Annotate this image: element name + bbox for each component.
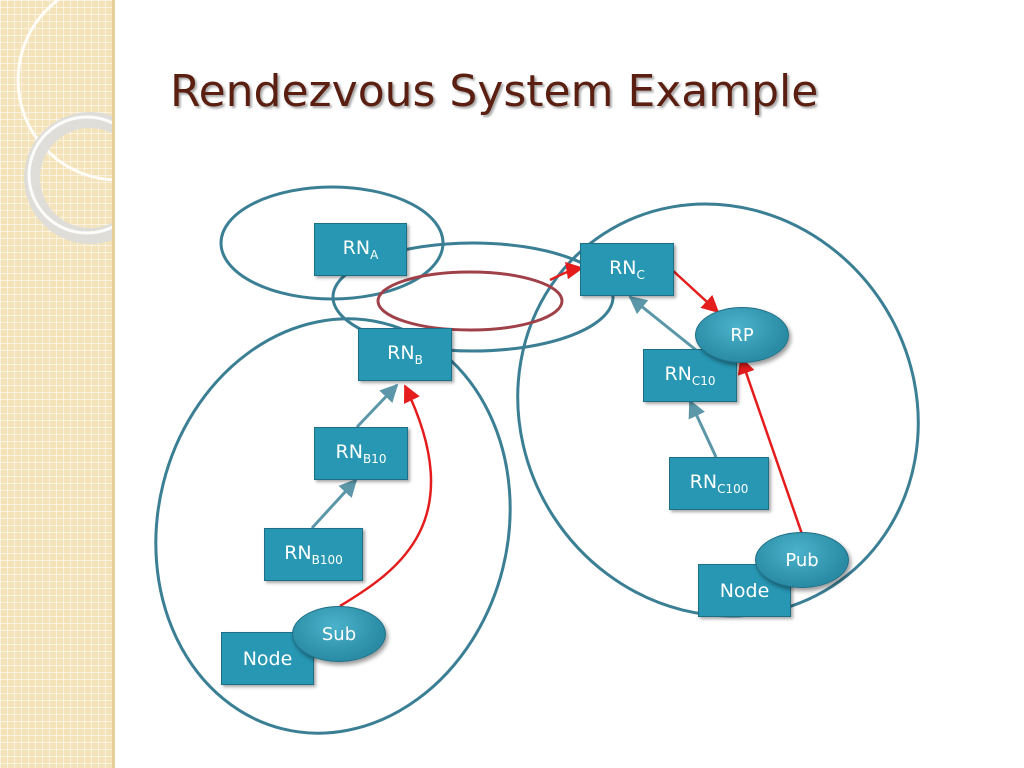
node-rn-c-label: RNC	[609, 257, 645, 282]
node-rn-c: RNC	[580, 243, 674, 296]
message-arrow-to-c	[549, 261, 584, 282]
group-ellipse-b	[154, 317, 512, 735]
node-rn-a-label: RNA	[342, 237, 379, 262]
message-arrow-c-to-rp	[669, 267, 720, 314]
tree-arrow-c100-to-c10	[688, 399, 718, 458]
sub-oval-label: Sub	[321, 623, 357, 645]
node-rn-c100: RNC100	[669, 457, 769, 510]
rp-oval: RP	[695, 307, 789, 363]
tree-arrow-b10-to-b	[355, 383, 399, 429]
node-rn-a: RNA	[314, 223, 407, 276]
highlight-ellipse	[376, 270, 564, 332]
node-box-right-label: Node	[719, 579, 770, 602]
decorative-rings	[16, 0, 114, 244]
rp-oval-label: RP	[730, 324, 754, 346]
node-rn-b: RNB	[358, 328, 452, 381]
node-rn-c10: RNC10	[643, 349, 737, 402]
node-rn-b10-label: RNB10	[335, 441, 387, 466]
decorative-sidebar	[0, 0, 114, 768]
pub-oval: Pub	[755, 532, 849, 588]
tree-arrow-b100-to-b10	[310, 478, 358, 530]
slide-title: Rendezvous System Example	[170, 66, 819, 117]
node-rn-b-label: RNB	[387, 342, 423, 367]
node-rn-c10-label: RNC10	[664, 363, 716, 388]
message-arrow-pub-to-rp	[737, 356, 804, 535]
node-rn-c100-label: RNC100	[689, 471, 749, 496]
node-rn-b10: RNB10	[314, 427, 408, 480]
node-rn-b100: RNB100	[264, 528, 363, 581]
group-ellipse-top-level	[331, 241, 615, 353]
pub-oval-label: Pub	[785, 549, 819, 571]
sidebar-divider	[112, 0, 115, 768]
sub-oval: Sub	[292, 606, 386, 662]
message-arrow-sub-to-b	[339, 384, 433, 608]
node-box-left-label: Node	[242, 647, 293, 670]
tree-arrow-c10-to-c	[628, 295, 697, 352]
node-rn-b100-label: RNB100	[284, 542, 343, 567]
group-ellipse-c	[516, 202, 920, 618]
